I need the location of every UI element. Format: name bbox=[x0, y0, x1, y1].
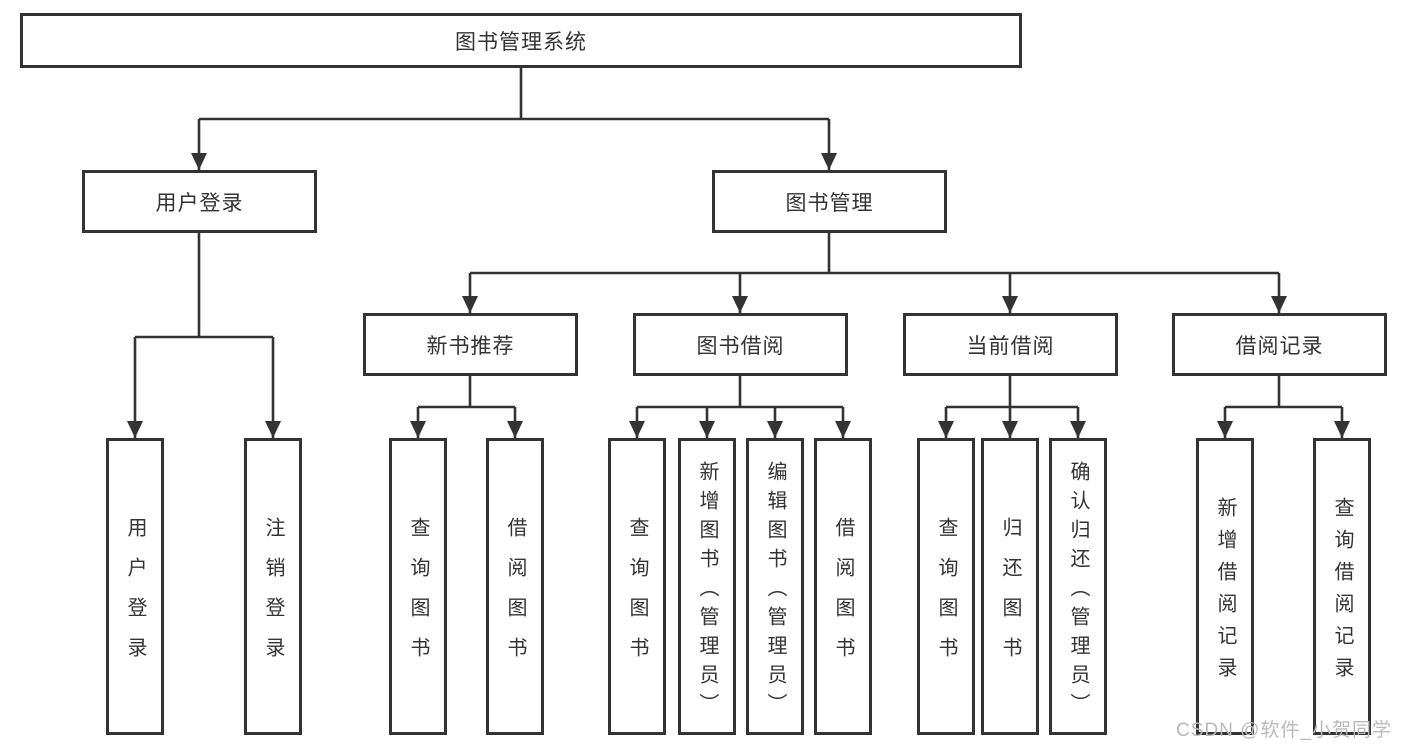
node-label: 借阅记录 bbox=[1235, 334, 1324, 358]
node-query-borrow-record: 查询借阅记录 bbox=[1313, 438, 1371, 735]
node-label: 新增借阅记录 bbox=[1214, 496, 1236, 689]
node-label: 图书管理系统 bbox=[455, 30, 587, 54]
node-borrow-books-recommend: 借阅图书 bbox=[486, 438, 544, 735]
node-label: 用户登录 bbox=[124, 516, 146, 677]
node-label: 查询图书 bbox=[407, 516, 429, 677]
node-label: 查询借阅记录 bbox=[1331, 496, 1353, 689]
node-label: 归还图书 bbox=[999, 516, 1021, 677]
node-book-management: 图书管理 bbox=[712, 170, 947, 233]
node-label: 借阅图书 bbox=[504, 516, 526, 677]
node-label: 图书借阅 bbox=[696, 334, 785, 358]
node-label: 新书推荐 bbox=[426, 334, 515, 358]
csdn-watermark: CSDN @软件_小贺同学 bbox=[1176, 720, 1392, 741]
node-query-books-recommend: 查询图书 bbox=[389, 438, 447, 735]
node-label: 借阅图书 bbox=[832, 516, 854, 677]
node-user-login-action: 用户登录 bbox=[106, 438, 164, 735]
node-new-book-recommend: 新书推荐 bbox=[363, 313, 578, 376]
node-query-books-current: 查询图书 bbox=[917, 438, 975, 735]
node-label: 用户登录 bbox=[155, 191, 244, 215]
node-confirm-return-admin: 确认归还（管理员） bbox=[1049, 438, 1107, 735]
node-label: 新增图书（管理员） bbox=[696, 460, 718, 722]
node-borrow-books-action: 借阅图书 bbox=[814, 438, 872, 735]
node-logout: 注销登录 bbox=[244, 438, 302, 735]
node-label: 编辑图书（管理员） bbox=[764, 460, 786, 722]
node-root: 图书管理系统 bbox=[20, 13, 1022, 68]
node-label: 图书管理 bbox=[785, 191, 874, 215]
node-query-books-borrowing: 查询图书 bbox=[608, 438, 666, 735]
node-label: 查询图书 bbox=[935, 516, 957, 677]
node-user-login: 用户登录 bbox=[82, 170, 317, 233]
node-add-borrow-record: 新增借阅记录 bbox=[1196, 438, 1254, 735]
node-book-borrowing: 图书借阅 bbox=[633, 313, 848, 376]
node-edit-book-admin: 编辑图书（管理员） bbox=[746, 438, 804, 735]
node-current-borrowing: 当前借阅 bbox=[903, 313, 1118, 376]
node-add-book-admin: 新增图书（管理员） bbox=[678, 438, 736, 735]
node-label: 确认归还（管理员） bbox=[1067, 460, 1089, 722]
tree-trunk-lines bbox=[135, 68, 1342, 409]
node-label: 查询图书 bbox=[626, 516, 648, 677]
node-return-book: 归还图书 bbox=[981, 438, 1039, 735]
node-label: 当前借阅 bbox=[966, 334, 1055, 358]
node-label: 注销登录 bbox=[262, 516, 284, 677]
node-borrowing-records: 借阅记录 bbox=[1172, 313, 1387, 376]
